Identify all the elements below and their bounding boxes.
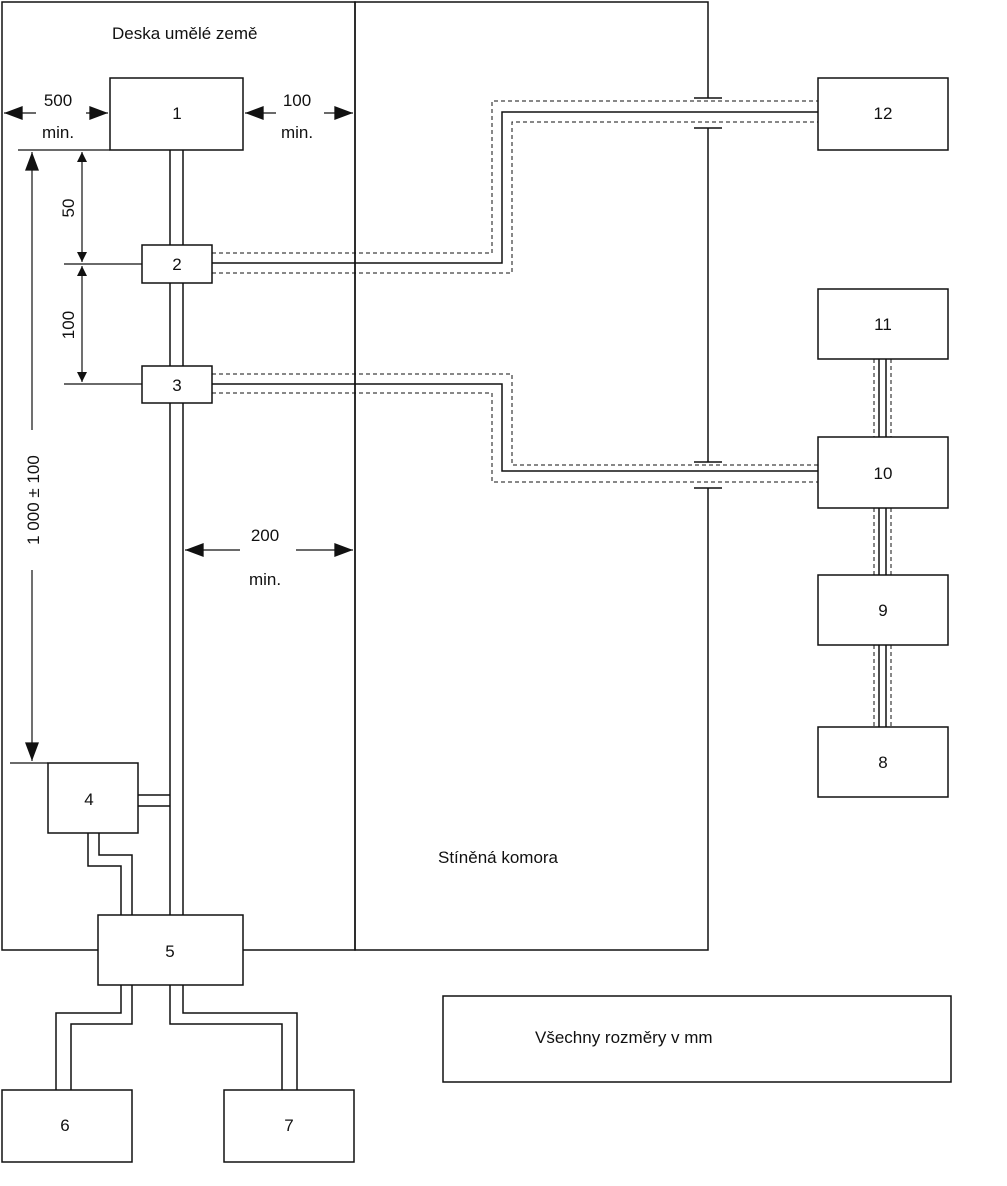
- block-9-label: 9: [878, 601, 887, 620]
- cable-2-to-12: [212, 100, 820, 274]
- cable-4-to-5: [87, 833, 133, 915]
- cable-5-to-7: [169, 985, 298, 1090]
- block-7-label: 7: [284, 1116, 293, 1135]
- dim-100-value: 100: [59, 311, 78, 339]
- block-11: 11: [817, 288, 949, 360]
- cable-10-9: [873, 508, 892, 575]
- block-2-label: 2: [172, 255, 181, 274]
- block-8-label: 8: [878, 753, 887, 772]
- block-6: 6: [1, 1089, 133, 1163]
- dim-left-unit: min.: [42, 123, 74, 142]
- block-11-label: 11: [874, 315, 892, 334]
- cable-4-to-bundle: [138, 794, 170, 807]
- block-10-label: 10: [874, 464, 893, 483]
- block-3-label: 3: [172, 376, 181, 395]
- block-1-label: 1: [172, 104, 181, 123]
- block-8: 8: [817, 726, 949, 798]
- units-note: Všechny rozměry v mm: [442, 995, 952, 1083]
- block-5-label: 5: [165, 942, 174, 961]
- block-6-label: 6: [60, 1116, 69, 1135]
- block-9: 9: [817, 574, 949, 646]
- cable-9-8: [873, 645, 892, 727]
- dim-50-value: 50: [59, 199, 78, 218]
- block-10: 10: [817, 436, 949, 509]
- dim-right-value: 100: [283, 91, 311, 110]
- block-4-label: 4: [84, 790, 93, 809]
- block-4: 4: [47, 762, 139, 834]
- shielded-room-region: [354, 1, 709, 951]
- cable-5-to-6: [55, 985, 133, 1090]
- units-note-text: Všechny rozměry v mm: [535, 1028, 713, 1047]
- dim-right-unit: min.: [281, 123, 313, 142]
- block-3: 3: [141, 365, 213, 404]
- dim-cable-length: 1 000 ± 100: [20, 152, 46, 761]
- cable-11-10: [873, 359, 892, 437]
- dim-right-clearance: 100 min.: [244, 91, 354, 142]
- wall-feedthrough-lower: [694, 461, 722, 489]
- dim-200-value: 200: [251, 526, 279, 545]
- block-1: 1: [109, 77, 244, 151]
- shielded-room-label: Stíněná komora: [438, 848, 559, 867]
- dim-spacing-2-3: 100: [59, 266, 87, 382]
- dim-left-value: 500: [44, 91, 72, 110]
- cable-3-to-10: [212, 373, 820, 483]
- block-5: 5: [97, 914, 244, 986]
- ground-plane-label: Deska umělé země: [112, 24, 258, 43]
- wall-feedthrough-upper: [694, 97, 722, 129]
- dim-cable-clearance: 200 min.: [185, 526, 354, 589]
- block-7: 7: [223, 1089, 355, 1163]
- block-12-label: 12: [874, 104, 893, 123]
- dim-left-clearance: 500 min.: [4, 91, 108, 142]
- dim-spacing-1-2: 50: [59, 152, 87, 262]
- block-12: 12: [817, 77, 949, 151]
- block-2: 2: [141, 244, 213, 284]
- dim-200-unit: min.: [249, 570, 281, 589]
- dim-length-value: 1 000 ± 100: [24, 455, 43, 545]
